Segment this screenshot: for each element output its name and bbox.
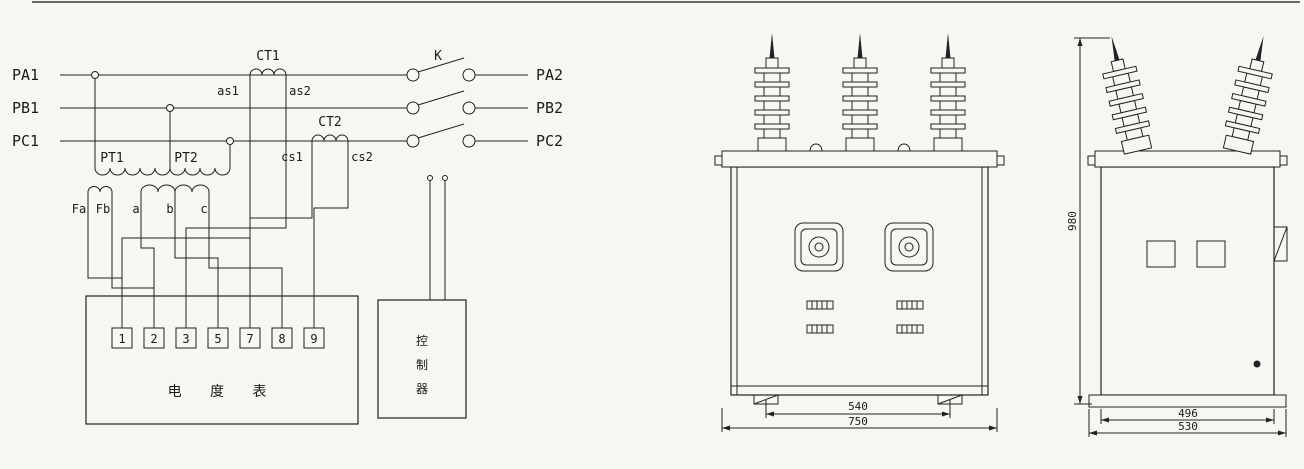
ct2-symbol: CT2 cs1 cs2 [281,115,373,164]
phase-label-pc1: PC1 [12,132,39,150]
terminal-box-8 [271,327,293,349]
terminal-number: 2 [150,332,157,346]
front-view: 540 750 [714,32,1005,432]
pt-secondary-coil [140,184,210,193]
side-view: 980 496 530 [1066,31,1288,437]
pt1-primary-coil [94,167,171,176]
side-panel-details [1146,226,1288,368]
terminal-number: 1 [118,332,125,346]
sec-label-fa: Fa [72,202,86,216]
inspection-window-right [884,222,934,272]
sec-label-b: b [166,202,173,216]
phase-labels: PA1 PB1 PC1 PA2 PB2 PC2 [12,66,563,150]
dimension-530: 530 [1088,409,1287,437]
phase-label-pb1: PB1 [12,99,39,117]
dim-496-label: 496 [1178,407,1198,420]
terminal-number: 8 [278,332,285,346]
bushing-left [754,32,790,152]
sec-label-a: a [132,202,139,216]
meter-label: 电 度 表 [168,384,277,400]
dim-980-label: 980 [1066,211,1079,231]
pt1-label: PT1 [100,151,123,166]
sec-label-c: c [200,202,207,216]
base-channel [1088,394,1287,408]
pt-tap-junctions [91,71,234,168]
terminal-box-1 [111,327,133,349]
side-window-left [1146,240,1176,268]
secondary-wiring [87,75,448,328]
phase-label-pa2: PA2 [536,66,563,84]
ct2-label: CT2 [318,115,341,130]
bushing-right [930,32,966,152]
controller-label: 控 制 器 [416,334,428,396]
side-window-right [1196,240,1226,268]
phase-label-pa1: PA1 [12,66,39,84]
dimension-540: 540 [765,400,951,418]
pt2-label: PT2 [174,151,197,166]
dimension-496: 496 [1100,407,1275,424]
terminal-box-5 [207,327,229,349]
lifting-lug-icon [809,143,823,152]
lid-tab-left [1087,155,1096,166]
side-bracket [1273,226,1288,262]
energy-meter-box: 1 2 3 5 7 8 9 电 度 表 [85,295,359,425]
ct1-label: CT1 [256,49,279,64]
terminal-number: 7 [246,332,253,346]
wiring-schematic: PA1 PB1 PC1 PA2 PB2 PC2 CT1 as1 as2 CT2 … [12,49,563,425]
bushing-center [842,32,878,152]
as2-label: as2 [289,84,311,98]
tank-lid-front [721,150,998,168]
controller-outline [377,299,467,419]
lid-tab-right [996,155,1005,166]
tank-lid-side [1094,150,1281,168]
dim-540-label: 540 [848,400,868,413]
terminal-number: 3 [182,332,189,346]
pt-symbols: PT1 PT2 Fa Fb a b c [72,71,234,216]
dim-530-label: 530 [1178,420,1198,433]
pt-secondary-terminal-labels: Fa Fb a b c [72,202,208,216]
meter-outline [85,295,359,425]
ct1-symbol: CT1 as1 as2 [217,49,311,98]
terminal-box-7 [239,327,261,349]
lid-tab-right [1279,155,1288,166]
controller-char: 制 [416,358,428,372]
phase-label-pb2: PB2 [536,99,563,117]
terminal-numbers: 1 2 3 5 7 8 9 [118,332,317,346]
cs2-label: cs2 [351,150,373,164]
controller-char: 控 [416,334,428,348]
terminal-number: 5 [214,332,221,346]
tank-outline-side [1100,166,1275,396]
meter-terminal-strip: 1 2 3 5 7 8 9 [111,327,325,349]
pt-aux-secondary-coil [87,186,113,193]
dim-750-label: 750 [848,415,868,428]
controller-box: 控 制 器 [377,299,467,419]
terminal-box-9 [303,327,325,349]
lv-terminal-strips [806,300,924,334]
terminal-number: 9 [310,332,317,346]
as1-label: as1 [217,84,239,98]
bushing-tilted-left [1094,31,1156,156]
phase-label-pc2: PC2 [536,132,563,150]
inspection-window-left [794,222,844,272]
sec-label-fb: Fb [96,202,110,216]
drain-plug-icon [1253,360,1261,368]
disconnect-switch-k: K [406,49,476,148]
controller-char: 器 [416,382,428,396]
terminal-box-3 [175,327,197,349]
lifting-lug-icon [897,143,911,152]
terminal-box-2 [143,327,165,349]
tank-outline-front [730,166,989,396]
cs1-label: cs1 [281,150,303,164]
dimension-750: 750 [721,408,998,432]
dimension-980: 980 [1066,37,1110,405]
lid-tab-left [714,155,723,166]
bushing-tilted-right [1219,31,1281,156]
k-label: K [434,49,442,64]
pt2-primary-coil [169,167,231,176]
switch-poles [406,57,476,148]
